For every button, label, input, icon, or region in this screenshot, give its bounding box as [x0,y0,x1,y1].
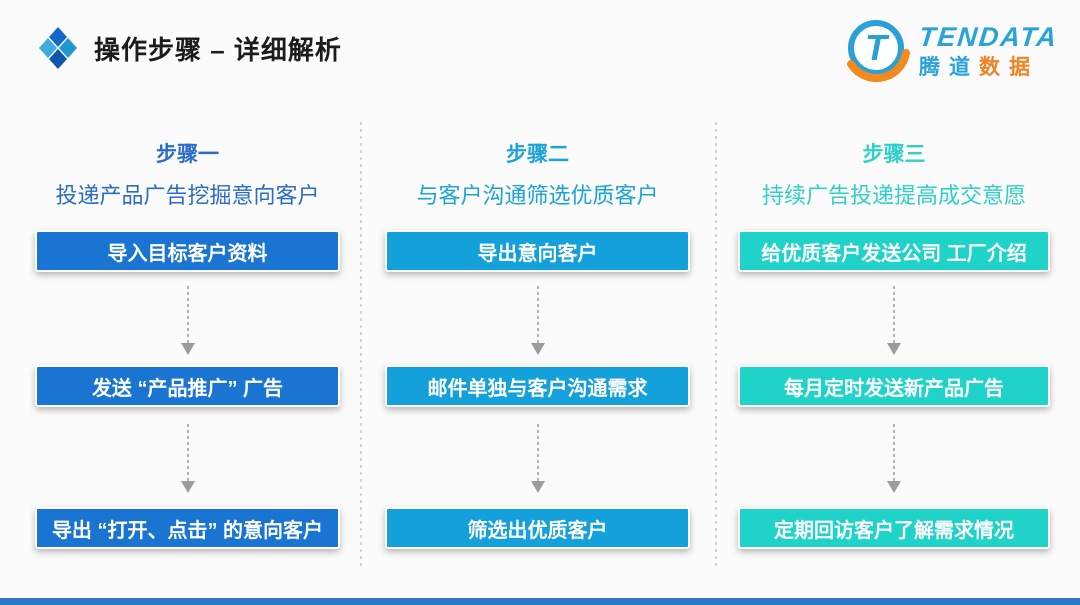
step-column-3: 步骤三 持续广告投递提高成交意愿 给优质客户发送公司 工厂介绍 每月定时发送新产… [738,138,1050,593]
svg-text:T: T [865,27,890,68]
flow-box: 邮件单独与客户沟通需求 [385,365,690,407]
slide-header: 操作步骤 – 详细解析 [38,26,342,70]
flow-box: 导出意向客户 [385,230,690,272]
flow-box: 导入目标客户资料 [35,230,340,272]
footer-bar [0,598,1080,605]
flow-box: 发送 “产品推广” 广告 [35,365,340,407]
logo-cn-blue: 腾道 [919,55,980,79]
down-arrow-icon [530,286,545,355]
tendata-logo-icon: T [847,20,911,83]
logo-cn-orange: 数据 [979,55,1040,79]
logo-brand-en: TENDATA [917,22,1060,53]
flow-box: 定期回访客户了解需求情况 [738,507,1050,549]
flow-box: 导出 “打开、点击” 的意向客户 [35,507,340,549]
flow-box: 每月定时发送新产品广告 [738,365,1050,407]
column-divider [715,122,717,570]
down-arrow-icon [887,286,901,355]
step-2-title: 步骤二 [506,143,569,166]
diamond-cluster-icon [39,27,77,69]
tendata-logo: T TENDATA 腾道数据 [843,16,1060,86]
step-2-subtitle: 与客户沟通筛选优质客户 [416,183,659,208]
step-3-subtitle: 持续广告投递提高成交意愿 [761,183,1026,208]
step-3-title: 步骤三 [862,143,926,166]
step-1-title: 步骤一 [156,143,219,166]
step-column-1: 步骤一 投递产品广告挖掘意向客户 导入目标客户资料 发送 “产品推广” 广告 导… [35,138,340,593]
down-arrow-icon [530,424,545,493]
down-arrow-icon [180,286,195,355]
tendata-logo-text: TENDATA 腾道数据 [917,22,1060,79]
step-column-2: 步骤二 与客户沟通筛选优质客户 导出意向客户 邮件单独与客户沟通需求 筛选出优质… [385,138,690,593]
column-divider [360,122,362,570]
page-title: 操作步骤 – 详细解析 [94,34,342,65]
flow-box: 给优质客户发送公司 工厂介绍 [738,230,1050,272]
logo-brand-cn: 腾道数据 [919,56,1039,79]
down-arrow-icon [180,424,195,493]
down-arrow-icon [887,424,901,493]
flow-box: 筛选出优质客户 [385,507,690,549]
step-1-subtitle: 投递产品广告挖掘意向客户 [55,183,320,208]
